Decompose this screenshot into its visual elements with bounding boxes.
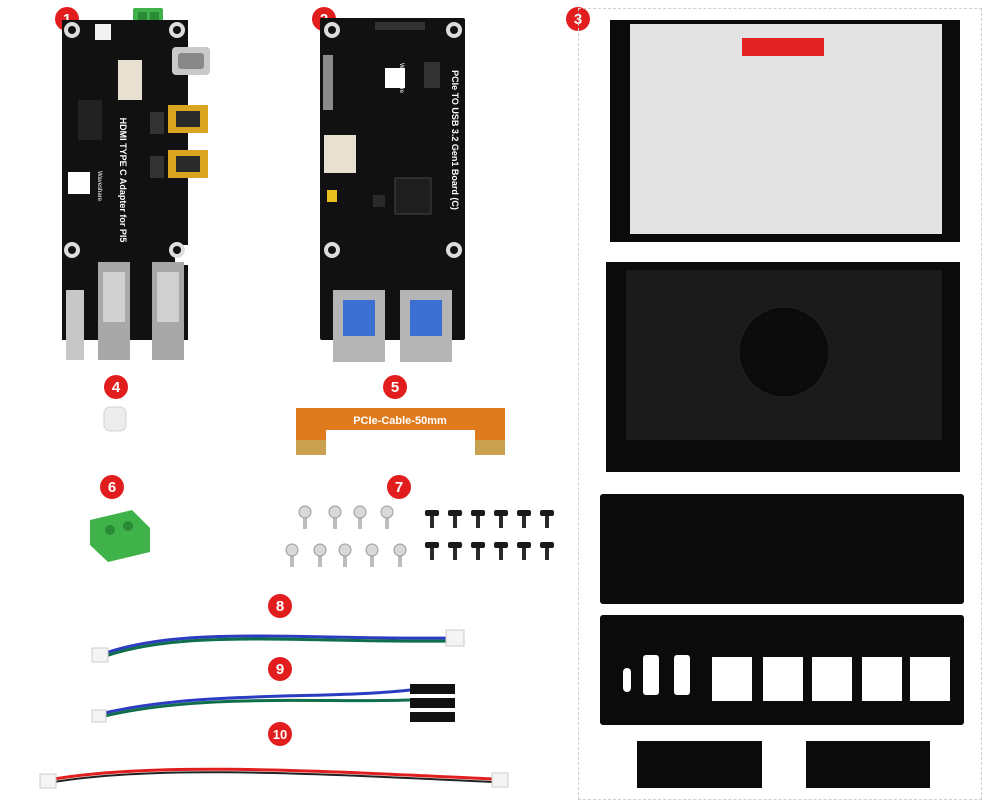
badge-10: 10	[268, 722, 292, 746]
pcie-board-brand: Waveshare	[398, 63, 404, 94]
black-screw	[540, 542, 554, 560]
black-screw	[494, 542, 508, 560]
badge-5: 5	[383, 375, 407, 399]
badge-9: 9	[268, 657, 292, 681]
black-screw	[471, 542, 485, 560]
badge-7: 7	[387, 475, 411, 499]
silver-screw	[285, 543, 299, 567]
black-screw	[425, 542, 439, 560]
hdmi-board-brand: Waveshare	[96, 171, 102, 202]
silver-screw	[365, 543, 379, 567]
black-screw	[471, 510, 485, 528]
silver-screw	[338, 543, 352, 567]
black-screw	[540, 510, 554, 528]
case-frame	[578, 8, 982, 800]
hdmi-board-label: HDMI TYPE C Adapter for PI5	[118, 118, 128, 243]
black-screw	[448, 510, 462, 528]
silver-screw	[328, 505, 342, 529]
pcie-board-label: PCIe TO USB 3.2 Gen1 Board (C)	[450, 70, 460, 210]
badge-8: 8	[268, 594, 292, 618]
pcie-cable-label: PCIe-Cable-50mm	[353, 415, 447, 427]
badge-4: 4	[104, 375, 128, 399]
badge-6: 6	[100, 475, 124, 499]
silver-screw	[298, 505, 312, 529]
silver-screw	[313, 543, 327, 567]
silver-screw	[393, 543, 407, 567]
silver-screw	[380, 505, 394, 529]
black-screw	[494, 510, 508, 528]
silver-screw	[353, 505, 367, 529]
black-screw	[448, 542, 462, 560]
black-screw	[425, 510, 439, 528]
black-screw	[517, 510, 531, 528]
black-screw	[517, 542, 531, 560]
